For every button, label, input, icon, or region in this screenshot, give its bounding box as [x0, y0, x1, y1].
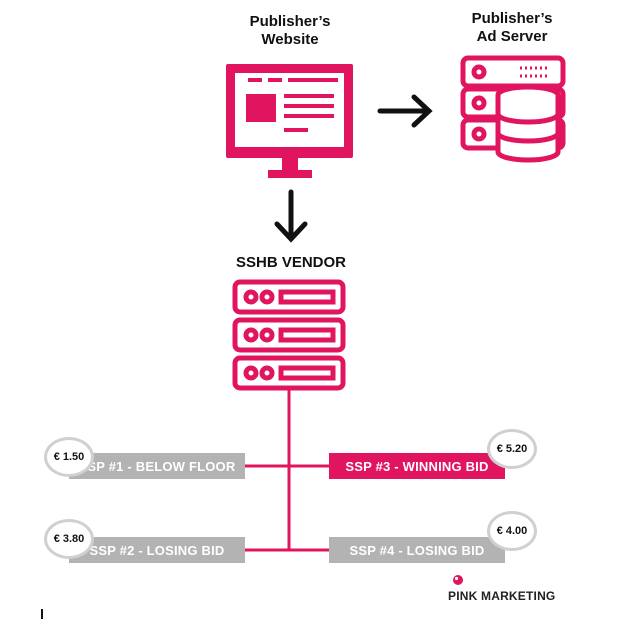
ssp-1-label: SSP #1 - BELOW FLOOR — [78, 458, 236, 474]
ssp-4-label: SSP #4 - LOSING BID — [349, 542, 485, 558]
server-rack-icon — [232, 279, 346, 391]
brand-name: PINK MARKETING — [448, 589, 556, 603]
cursor-mark — [41, 609, 43, 619]
monitor-icon — [226, 64, 353, 178]
ssp-3-bar: SSP #3 - WINNING BID — [329, 453, 505, 479]
ssp-2-bar: SSP #2 - LOSING BID — [69, 537, 245, 563]
ssp-2-price: € 3.80 — [44, 519, 94, 559]
arrow-right-icon — [377, 94, 433, 128]
sshb-vendor-label: SSHB VENDOR — [235, 254, 347, 271]
publisher-website-label: Publisher’s Website — [249, 13, 331, 48]
ssp-3-price: € 5.20 — [487, 429, 537, 469]
ssp-1-price: € 1.50 — [44, 437, 94, 477]
ssp-2-label: SSP #2 - LOSING BID — [89, 542, 225, 558]
ssp-3-label: SSP #3 - WINNING BID — [345, 458, 489, 474]
ssp-1-bar: SSP #1 - BELOW FLOOR — [69, 453, 245, 479]
publisher-ad-server-label: Publisher’s Ad Server — [471, 10, 553, 45]
pink-dot-logo-icon — [453, 575, 463, 585]
ssp-4-bar: SSP #4 - LOSING BID — [329, 537, 505, 563]
ssp-4-price: € 4.00 — [487, 511, 537, 551]
database-icon — [460, 55, 566, 163]
arrow-down-icon — [274, 189, 308, 243]
connector-lines — [245, 390, 329, 552]
